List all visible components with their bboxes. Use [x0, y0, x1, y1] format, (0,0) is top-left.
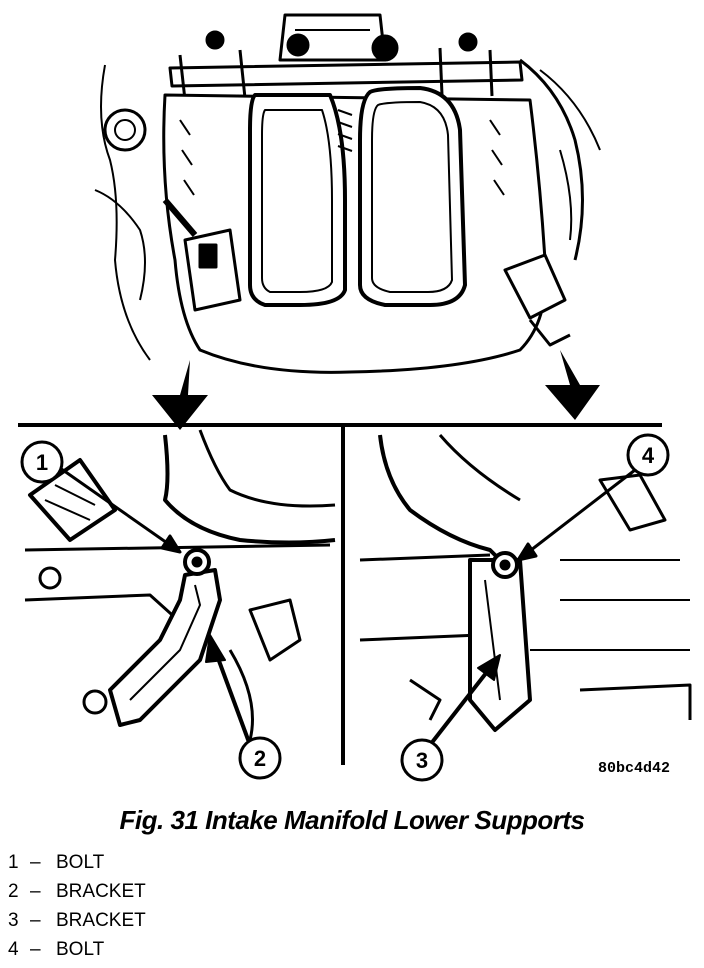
legend-dash: –	[30, 939, 41, 960]
callout-3: 3	[400, 738, 444, 782]
legend-number: 3	[8, 910, 19, 931]
view-arrows	[152, 350, 600, 430]
callout-4-label: 4	[642, 443, 655, 468]
legend-item: 3–BRACKET	[8, 906, 146, 935]
legend-item: 2–BRACKET	[8, 877, 146, 906]
callout-2-label: 2	[254, 746, 266, 771]
callout-4: 4	[626, 433, 670, 477]
legend-list: 1–BOLT 2–BRACKET 3–BRACKET 4–BOLT	[8, 848, 146, 964]
callout-1: 1	[20, 440, 64, 484]
right-view-arrow	[545, 350, 600, 420]
legend-number: 4	[8, 939, 19, 960]
legend-dash: –	[30, 881, 41, 902]
callout-2: 2	[238, 736, 282, 780]
right-detail-panel	[359, 434, 692, 747]
callout-3-label: 3	[416, 748, 428, 773]
legend-item: 4–BOLT	[8, 935, 146, 964]
intake-manifold-illustration: 1 2 3 4	[18, 13, 692, 782]
left-detail-panel	[24, 429, 336, 746]
legend-label: BRACKET	[56, 881, 146, 902]
legend-dash: –	[30, 852, 41, 873]
figure-code: 80bc4d42	[598, 760, 671, 777]
legend-dash: –	[30, 910, 41, 931]
callout-1-label: 1	[36, 450, 48, 475]
legend-label: BOLT	[56, 852, 105, 873]
legend-number: 1	[8, 852, 19, 873]
legend-label: BOLT	[56, 939, 105, 960]
panel-dividers	[18, 423, 662, 765]
legend-label: BRACKET	[56, 910, 146, 931]
legend-item: 1–BOLT	[8, 848, 146, 877]
legend-number: 2	[8, 881, 19, 902]
figure-caption: Fig. 31 Intake Manifold Lower Supports	[119, 805, 585, 835]
left-view-arrow	[152, 360, 208, 430]
engine-top-view	[94, 13, 601, 374]
